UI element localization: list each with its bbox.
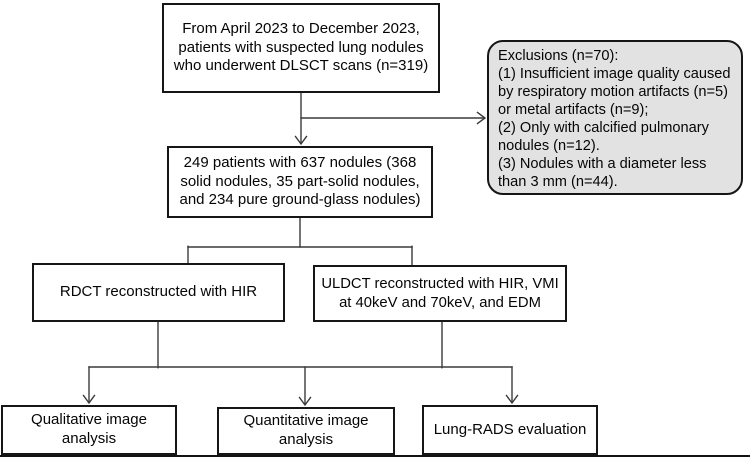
box-line: patients with suspected lung nodules bbox=[178, 38, 424, 56]
box-line: analysis bbox=[61, 430, 117, 447]
arrowhead-down-icon bbox=[82, 394, 96, 405]
exclusions-box: Exclusions (n=70): (1) Insufficient imag… bbox=[487, 40, 743, 195]
box-line: Exclusions (n=70): bbox=[498, 48, 619, 64]
box-line: than 3 mm (n=44). bbox=[498, 174, 618, 190]
quantitative-analysis-box: Quantitative image analysis bbox=[217, 407, 395, 455]
lungrads-evaluation-box: Lung-RADS evaluation bbox=[422, 405, 598, 455]
box-line: Quantitative image bbox=[243, 412, 369, 430]
box-line: who underwent DLSCT scans (n=319) bbox=[173, 57, 429, 75]
box-line: (3) Nodules with a diameter less bbox=[498, 156, 707, 172]
box-line: (2) Only with calcified pulmonary bbox=[498, 120, 709, 136]
arrowhead-right-icon bbox=[476, 111, 487, 125]
figure-bottom-rule bbox=[0, 455, 750, 457]
box-line: and 234 pure ground-glass nodules) bbox=[179, 191, 421, 209]
box-line: or metal artifacts (n=9); bbox=[498, 102, 649, 118]
box-line: analysis bbox=[278, 431, 334, 448]
qualitative-analysis-box: Qualitative image analysis bbox=[1, 405, 177, 455]
box-line: Qualitative image bbox=[31, 411, 147, 429]
box-line: (1) Insufficient image quality caused bbox=[498, 66, 731, 82]
box-line: From April 2023 to December 2023, bbox=[182, 20, 420, 38]
arrowhead-down-icon bbox=[298, 396, 312, 407]
box-line: Lung-RADS evaluation bbox=[433, 420, 587, 438]
box-line: by respiratory motion artifacts (n=5) bbox=[498, 84, 728, 100]
box-line: 249 patients with 637 nodules (368 bbox=[183, 154, 417, 172]
box-line: nodules (n=12). bbox=[498, 138, 600, 154]
box-line: ULDCT reconstructed with HIR, VMI bbox=[321, 275, 559, 292]
box-line: at 40keV and 70keV, and EDM bbox=[339, 294, 541, 311]
uldct-reconstruction-box: ULDCT reconstructed with HIR, VMI at 40k… bbox=[313, 265, 567, 322]
rdct-reconstruction-box: RDCT reconstructed with HIR bbox=[32, 263, 285, 322]
included-cohort-box: 249 patients with 637 nodules (368 solid… bbox=[167, 146, 433, 218]
arrowhead-down-icon bbox=[294, 135, 308, 146]
box-line: solid nodules, 35 part-solid nodules, bbox=[180, 172, 420, 190]
box-line: RDCT reconstructed with HIR bbox=[59, 283, 258, 301]
source-population-box: From April 2023 to December 2023, patien… bbox=[162, 3, 440, 93]
arrowhead-down-icon bbox=[505, 394, 519, 405]
